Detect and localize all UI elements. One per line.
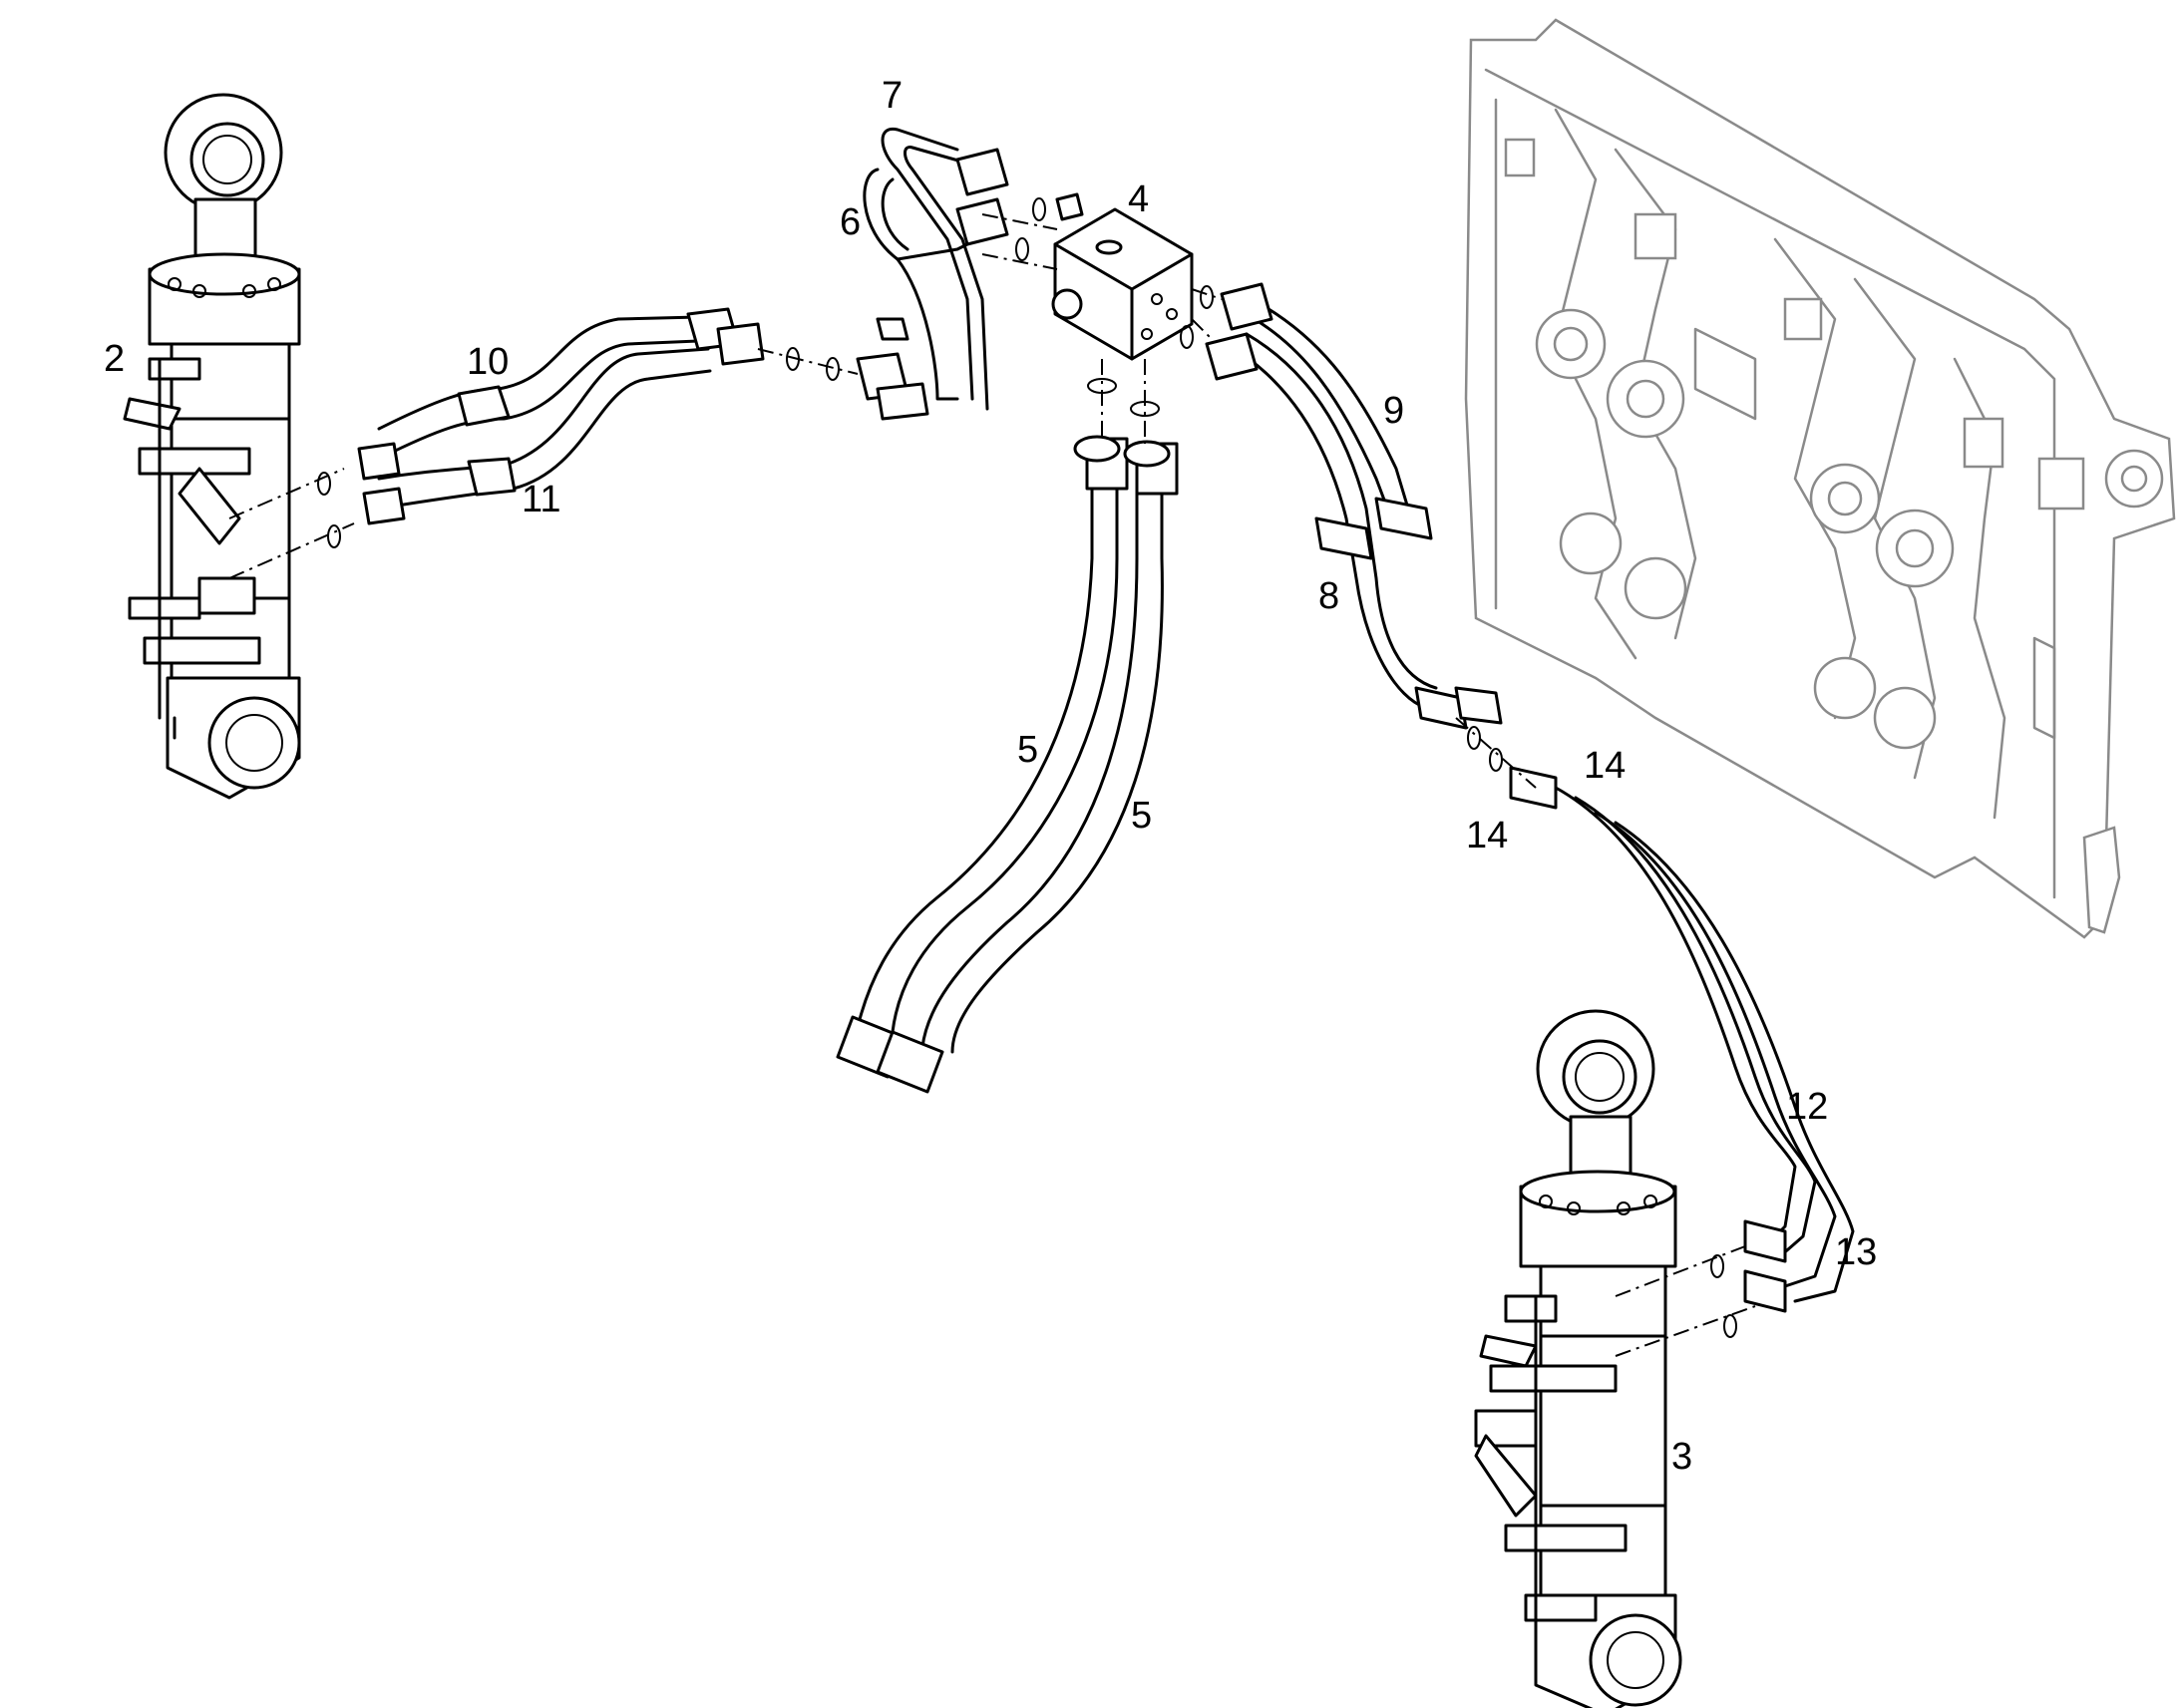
callout-5b: 5 (1131, 795, 1152, 837)
tube-6 (863, 168, 999, 401)
right-cylinder (1474, 1009, 1682, 1708)
callout-2: 2 (104, 338, 125, 380)
callout-8: 8 (1318, 575, 1339, 617)
loader-frame (1464, 18, 2176, 939)
hose-11 (377, 347, 712, 511)
hose-10 (377, 315, 700, 461)
tube-7 (881, 127, 989, 411)
callout-3: 3 (1671, 1436, 1692, 1478)
hose-12 (1554, 786, 1817, 1258)
callout-labels: 2 3 4 5 5 6 7 8 9 10 11 12 13 14 14 (104, 75, 1877, 1478)
callout-4: 4 (1128, 178, 1149, 220)
callout-5a: 5 (1017, 729, 1038, 771)
hose-5 (836, 435, 1179, 1094)
callout-9: 9 (1383, 390, 1404, 432)
callout-6: 6 (840, 201, 861, 243)
left-cylinder (123, 93, 301, 800)
callout-7: 7 (882, 75, 903, 117)
tube-8 (1225, 332, 1438, 710)
callout-10: 10 (467, 341, 509, 383)
callout-14b: 14 (1466, 815, 1508, 856)
hose-13 (1594, 811, 1855, 1303)
callout-11: 11 (522, 479, 560, 520)
callout-14a: 14 (1584, 745, 1626, 787)
callout-13: 13 (1835, 1231, 1877, 1273)
valve-block (1051, 207, 1194, 361)
assembly-lines (228, 213, 1756, 1357)
callout-12: 12 (1786, 1086, 1828, 1128)
hose-fittings (357, 148, 1787, 1313)
